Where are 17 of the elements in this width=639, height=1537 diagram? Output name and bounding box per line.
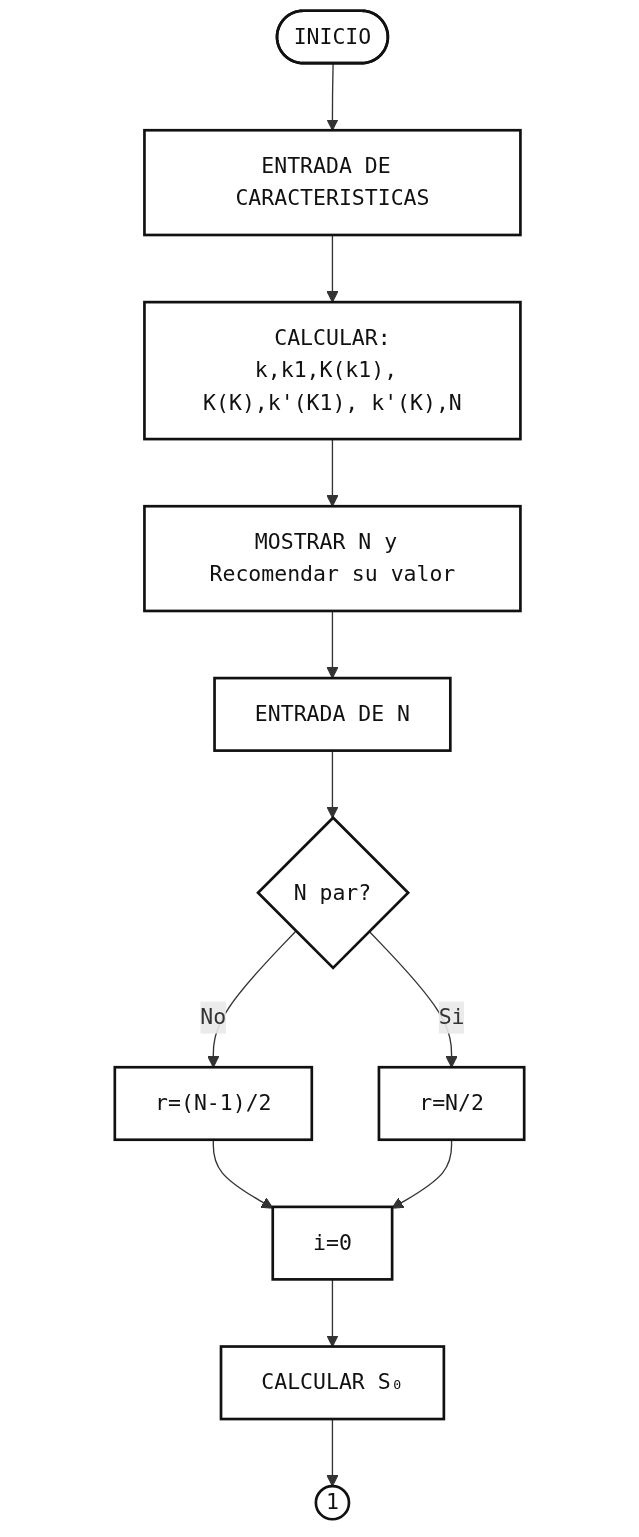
node-box: ENTRADA DE N [213,676,452,752]
node-box: r=(N-1)/2 [113,1065,314,1142]
arrow [326,610,339,679]
edge-label: Si [438,1004,465,1030]
node-circle: 1 [314,1484,351,1521]
arrow [391,1139,453,1209]
node-box: MOSTRAR N y Recomendar su valor [143,504,522,613]
node-box: ENTRADA DE CARACTERISTICAS [143,128,522,237]
node-diamond: N par? [256,815,411,970]
node-box: i=0 [271,1205,394,1281]
node-box: CALCULAR: k,k1,K(k1), K(K),k'(K1), k'(K),N [143,300,522,441]
arrow [326,234,339,303]
node-box: CALCULAR S₀ [219,1345,446,1421]
edge-label: No [200,1004,227,1030]
node-box: r=N/2 [377,1065,526,1142]
arrow [212,1139,274,1209]
arrow [326,63,339,131]
